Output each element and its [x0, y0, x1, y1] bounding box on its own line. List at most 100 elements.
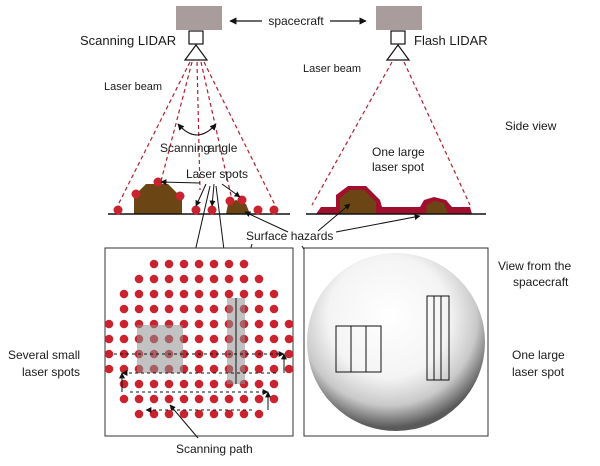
scanning-path — [114, 351, 287, 413]
grid-laser-spot — [119, 319, 129, 329]
grid-laser-spot — [134, 289, 144, 299]
grid-laser-spot — [254, 334, 264, 344]
grid-laser-spot — [149, 304, 159, 314]
grid-laser-spot — [209, 379, 219, 389]
right-small-hazard — [426, 201, 448, 214]
grid-laser-spot — [254, 379, 264, 389]
grid-laser-spot — [269, 364, 279, 374]
scanning-angle-label-line2: angle — [208, 141, 238, 155]
grid-laser-spot — [104, 349, 114, 359]
side-laser-spot — [225, 196, 235, 206]
one-large-spot-bottom-line1: One large — [512, 348, 565, 362]
scanning-path-label: Scanning path — [176, 442, 253, 456]
grid-laser-spot — [149, 379, 159, 389]
grid-laser-spot — [149, 274, 159, 284]
left-beam-outer-right — [203, 61, 276, 206]
one-large-spot-top-line1: One large — [372, 145, 425, 159]
grid-laser-spot — [194, 319, 204, 329]
grid-laser-spot — [164, 394, 174, 404]
surface-hazards-label: Surface hazards — [246, 229, 333, 243]
left-large-hazard — [134, 184, 182, 214]
left-lidar-instrument-icon — [183, 43, 209, 61]
grid-laser-spot — [164, 379, 174, 389]
left-spacecraft — [176, 6, 222, 61]
grid-laser-spot — [269, 334, 279, 344]
spacecraft-label: spacecraft — [268, 14, 324, 28]
grid-laser-spot — [164, 304, 174, 314]
grid-laser-spot — [209, 319, 219, 329]
flash-hazard-right-box — [426, 295, 450, 381]
laser-spots-pointer — [195, 183, 207, 207]
grid-laser-spot — [239, 409, 249, 419]
grid-laser-spot — [209, 259, 219, 269]
left-laser-beam-label: Laser beam — [104, 81, 162, 93]
side-view-label: Side view — [505, 119, 557, 133]
grid-laser-spot — [134, 304, 144, 314]
side-laser-spot — [131, 189, 141, 199]
grid-laser-spot — [224, 274, 234, 284]
scanning-path-pointer — [169, 404, 199, 439]
left-side-laser-spots — [113, 177, 279, 215]
grid-laser-spot — [194, 304, 204, 314]
grid-laser-spot — [254, 409, 264, 419]
laser-spots-pointer — [221, 183, 241, 198]
grid-laser-spot — [254, 304, 264, 314]
grid-laser-spot — [119, 394, 129, 404]
right-beam-right-edge — [403, 61, 471, 206]
side-laser-spot — [269, 205, 279, 215]
grid-laser-spot — [119, 289, 129, 299]
grid-laser-spot — [209, 394, 219, 404]
side-laser-spot — [191, 205, 201, 215]
grid-laser-spot — [254, 289, 264, 299]
left-spacecraft-body — [176, 6, 222, 30]
grid-laser-spot — [119, 364, 129, 374]
grid-laser-spot — [239, 289, 249, 299]
grid-laser-spot — [209, 289, 219, 299]
grid-laser-spot — [284, 334, 294, 344]
right-flash-beam — [311, 61, 471, 206]
hazard-pointer — [335, 214, 421, 233]
grid-laser-spot — [194, 274, 204, 284]
laser-spots-pointer — [160, 179, 201, 186]
grid-laser-spot — [134, 274, 144, 284]
scanning-lidar-label: Scanning LIDAR — [80, 33, 176, 48]
grid-laser-spot — [104, 334, 114, 344]
one-large-spot-top-line2: laser spot — [372, 160, 425, 174]
grid-laser-spot — [194, 364, 204, 374]
grid-laser-spot — [269, 304, 279, 314]
grid-laser-spot — [284, 349, 294, 359]
grid-laser-spot — [194, 334, 204, 344]
grid-laser-spot — [224, 289, 234, 299]
grid-laser-spot — [149, 259, 159, 269]
one-large-spot-bottom-line2: laser spot — [512, 365, 565, 379]
grid-laser-spot — [209, 409, 219, 419]
grid-laser-spot — [224, 409, 234, 419]
left-beam-outer-left — [117, 61, 191, 206]
several-small-label-line2: laser spots — [22, 365, 80, 379]
flash-lidar-label: Flash LIDAR — [414, 33, 488, 48]
side-laser-spot — [153, 177, 163, 187]
grid-laser-spot — [104, 319, 114, 329]
grid-laser-spot — [254, 364, 264, 374]
grid-laser-spot — [134, 379, 144, 389]
grid-laser-spot — [194, 289, 204, 299]
several-small-label-line1: Several small — [8, 348, 80, 362]
grid-laser-spot — [269, 379, 279, 389]
grid-laser-spot — [194, 379, 204, 389]
grid-laser-spot — [239, 274, 249, 284]
grid-laser-spot — [239, 394, 249, 404]
flash-hazard-left-box — [335, 325, 382, 373]
right-beam-left-edge — [311, 61, 393, 206]
right-laser-beam-label: Laser beam — [303, 63, 361, 75]
flash-hazard-left — [335, 325, 382, 373]
grid-laser-spot — [269, 394, 279, 404]
right-lidar-housing — [390, 30, 406, 45]
right-terrain — [306, 186, 486, 215]
side-laser-spot — [175, 191, 185, 201]
grid-laser-spot — [119, 379, 129, 389]
right-spacecraft-body — [376, 6, 422, 30]
grid-laser-spot — [134, 409, 144, 419]
grid-laser-spot — [119, 334, 129, 344]
